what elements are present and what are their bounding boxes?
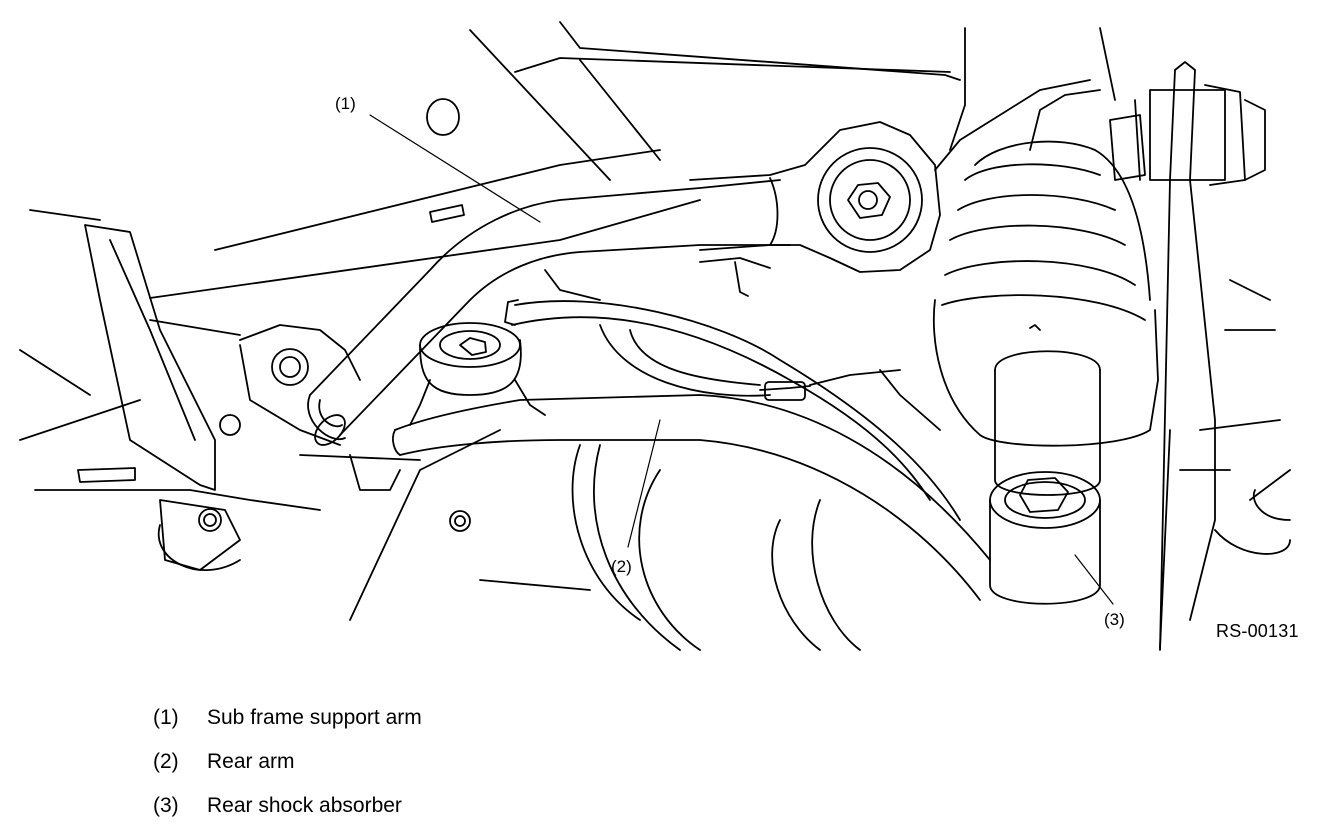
legend-item: (3) Rear shock absorber [153,793,422,837]
rear-shock-absorber-icon [989,324,1101,605]
suspension-diagram [19,21,1291,651]
legend-label: Sub frame support arm [207,706,422,729]
right-mount [1109,61,1291,651]
legend-number: (2) [153,750,179,773]
coil-spring [932,99,1159,447]
legend-item: (1) Sub frame support arm [153,705,422,749]
sub-frame-support-arm-icon [307,121,941,446]
figure-id: RS-00131 [1216,621,1299,641]
callout-3: (3) [1104,610,1125,629]
legend-item: (2) Rear arm [153,749,422,793]
brake-hoses [504,257,961,521]
legend-number: (1) [153,706,179,729]
legend-number: (3) [153,794,179,817]
legend-label: Rear shock absorber [207,794,402,817]
legend-label: Rear arm [207,750,295,773]
callout-1: (1) [335,94,356,113]
body-panels [19,21,1291,649]
legend: (1) Sub frame support arm (2) Rear arm (… [153,705,422,837]
callout-2: (2) [611,557,632,576]
rear-arm-icon [219,322,991,651]
bracket-left [84,224,241,571]
leader-lines [369,114,1114,605]
